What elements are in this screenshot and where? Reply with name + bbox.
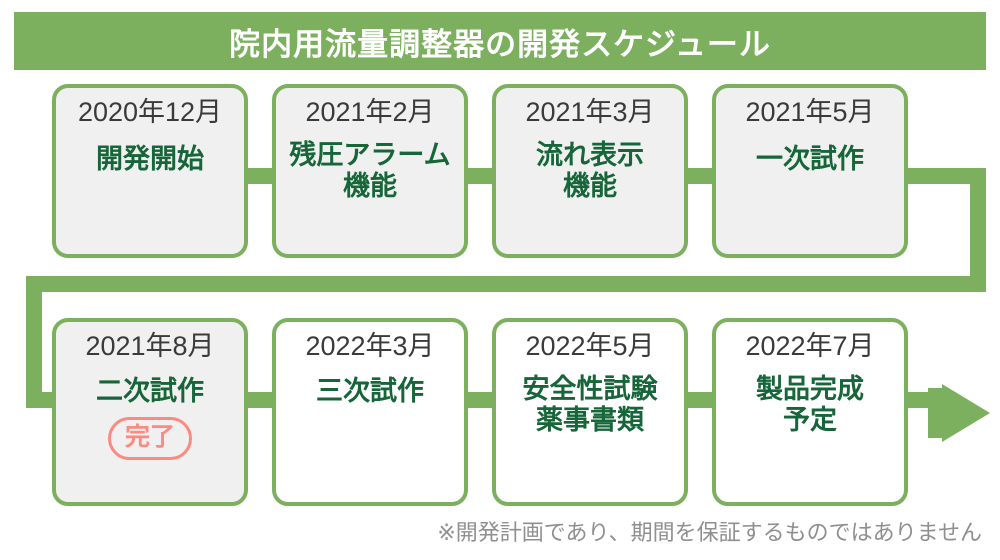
footnote-text: ※開発計画であり、期間を保証するものではありません (437, 520, 982, 545)
step-card-5[interactable]: 2021年8月 二次試作 完了 (52, 318, 248, 506)
step-card-3[interactable]: 2021年3月 流れ表示 機能 (492, 84, 688, 258)
connector-step7-step8 (686, 392, 718, 408)
step-label-2: 残圧アラーム 機能 (289, 139, 451, 202)
step-card-1[interactable]: 2020年12月 開発開始 (52, 84, 248, 258)
step-date-4: 2021年5月 (745, 97, 875, 127)
step-label-6: 三次試作 (316, 375, 424, 406)
step-label-3: 流れ表示 機能 (536, 139, 644, 202)
connector-wrap-left-vertical (26, 276, 42, 400)
step-card-6[interactable]: 2022年3月 三次試作 (272, 318, 468, 506)
step-date-8: 2022年7月 (745, 331, 875, 361)
connector-step1-step2 (246, 168, 278, 184)
step-date-3: 2021年3月 (525, 97, 655, 127)
connector-step2-step3 (466, 168, 498, 184)
step-date-7: 2022年5月 (525, 331, 655, 361)
step-label-8: 製品完成 予定 (756, 373, 864, 436)
arrow-right-icon (920, 384, 990, 442)
diagram-title-bar: 院内用流量調整器の開発スケジュール (14, 12, 986, 70)
step-label-7: 安全性試験 薬事書類 (522, 373, 658, 436)
step-label-5: 二次試作 (96, 375, 204, 406)
connector-wrap-top-right (906, 168, 986, 184)
step-label-4: 一次試作 (756, 143, 864, 174)
step-card-8[interactable]: 2022年7月 製品完成 予定 (712, 318, 908, 506)
step-date-2: 2021年2月 (305, 97, 435, 127)
step-date-6: 2022年3月 (305, 331, 435, 361)
step-card-7[interactable]: 2022年5月 安全性試験 薬事書類 (492, 318, 688, 506)
step-date-5: 2021年8月 (85, 331, 215, 361)
connector-wrap-right-vertical (970, 168, 986, 292)
connector-wrap-middle-horizontal (26, 276, 986, 292)
step-card-4[interactable]: 2021年5月 一次試作 (712, 84, 908, 258)
step-card-2[interactable]: 2021年2月 残圧アラーム 機能 (272, 84, 468, 258)
step-date-1: 2020年12月 (77, 97, 223, 127)
connector-step6-step7 (466, 392, 498, 408)
arrow-head (942, 384, 990, 442)
status-badge-done: 完了 (107, 417, 192, 461)
arrow-stem (928, 388, 944, 438)
step-label-1: 開発開始 (96, 143, 204, 174)
page-title: 院内用流量調整器の開発スケジュール (229, 26, 771, 62)
connector-step5-step6 (246, 392, 278, 408)
connector-step8-arrow (906, 392, 932, 408)
connector-step3-step4 (686, 168, 718, 184)
